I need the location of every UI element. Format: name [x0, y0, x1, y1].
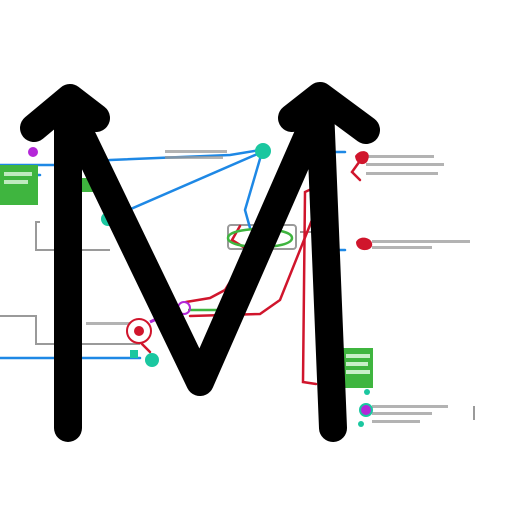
node-dot-icon [364, 389, 370, 395]
ghost-text-line [86, 322, 136, 325]
ghost-text-line [165, 156, 223, 159]
ghost-text-line [372, 405, 448, 408]
node-dot-icon [359, 403, 373, 417]
m-glyph-left-arrowhead [20, 84, 110, 142]
red-blob-icon [356, 237, 373, 251]
green-card-right-line [346, 370, 370, 374]
green-card-right-line [346, 354, 370, 358]
node-dot-icon [145, 353, 159, 367]
node-dot-icon [28, 147, 38, 157]
blue-link-down [243, 150, 264, 230]
node-square-icon [130, 350, 138, 358]
blue-link-top [0, 148, 262, 167]
ghost-text-line [366, 172, 438, 175]
green-ring-center [226, 227, 294, 249]
large-arrow-m-glyph [20, 82, 380, 442]
ghost-text-blocks [86, 150, 470, 423]
green-card-left-line [4, 180, 28, 184]
blue-link-diagonal [108, 150, 264, 220]
ghost-text-line [372, 420, 420, 423]
m-glyph-stroke [54, 94, 347, 442]
node-dot-icon [134, 326, 144, 336]
blue-links [0, 148, 347, 360]
ghost-text-line [366, 163, 444, 166]
ghost-text-line [372, 246, 432, 249]
ghost-text-line [372, 412, 432, 415]
ghost-text-line [366, 155, 434, 158]
node-dot-icon [255, 143, 271, 159]
green-card-left [0, 165, 38, 205]
green-card-left-line [4, 172, 32, 176]
ghost-text-line [165, 150, 227, 153]
green-card-right-line [346, 362, 368, 366]
ghost-text-line [372, 240, 470, 243]
red-blob-icon [355, 151, 369, 165]
gray-frame-left-low [0, 315, 140, 345]
m-glyph-right-arrowhead [278, 82, 380, 144]
node-dot-icon [358, 421, 364, 427]
